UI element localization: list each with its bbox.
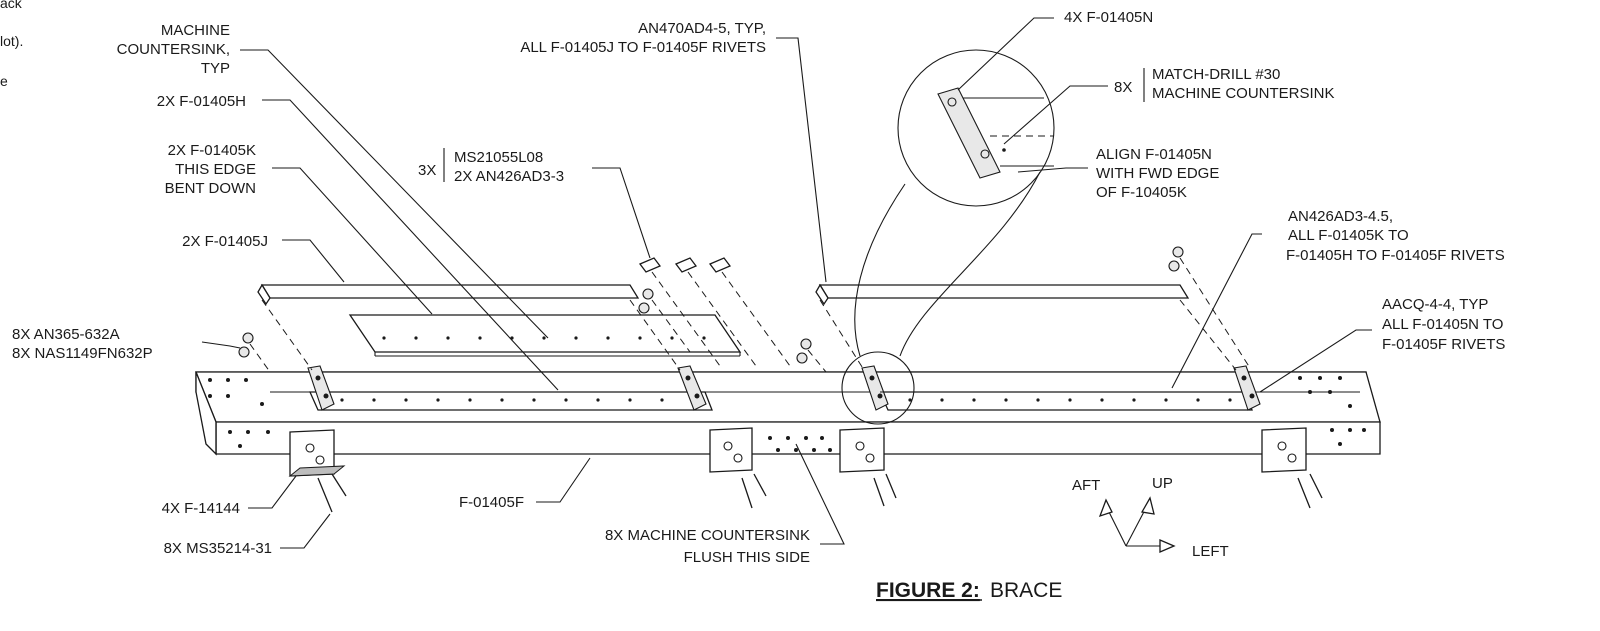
label-an426ad3-4-5: AN426AD3-4.5, — [1288, 208, 1393, 225]
brace-left-end — [195, 371, 217, 456]
aft-arrow-icon — [1098, 498, 1113, 518]
label-aacq: AACQ-4-4, TYP — [1382, 296, 1488, 313]
direction-indicator: AFT UP LEFT — [1072, 475, 1229, 560]
side-text-2: lot). — [0, 33, 23, 49]
label-this-edge: THIS EDGE — [175, 161, 256, 178]
assembly-dashed-lines — [249, 257, 1251, 373]
label-bent-down: BENT DOWN — [165, 180, 256, 197]
clip-f-01405n-2 — [677, 365, 707, 411]
strip-f-01405h-right — [878, 391, 1253, 411]
caption-title: BRACE — [990, 579, 1062, 602]
plate-f-01405k — [348, 314, 742, 357]
cropped-side-text: ack lot). e — [0, 0, 23, 89]
label-ms21055: MS21055L08 — [454, 149, 543, 166]
label-aft: AFT — [1072, 477, 1100, 494]
callout-aacq: AACQ-4-4, TYP ALL F-01405N TO F-01405F R… — [1382, 296, 1505, 353]
brace-holes — [208, 376, 1366, 452]
label-f-01405h: 2X F-01405H — [157, 93, 246, 110]
label-f-01405n: 4X F-01405N — [1064, 9, 1153, 26]
label-left: LEFT — [1192, 543, 1229, 560]
label-an470: AN470AD4-5, TYP, — [638, 20, 766, 37]
callout-align: ALIGN F-01405N WITH FWD EDGE OF F-10405K — [1096, 146, 1219, 201]
hardware-nuts — [238, 246, 1184, 364]
label-match-drill: MATCH-DRILL #30 — [1152, 66, 1280, 83]
block-f-14144-3 — [839, 427, 885, 473]
label-h-to-f-rivets: F-01405H TO F-01405F RIVETS — [1286, 247, 1505, 264]
label-fwd-edge: WITH FWD EDGE — [1096, 165, 1219, 182]
block-f-14144-2 — [709, 427, 753, 473]
label-flush-this-side: FLUSH THIS SIDE — [684, 549, 810, 566]
brace-channel-f-01405f — [195, 371, 1381, 456]
block-f-14144-4 — [1261, 427, 1307, 473]
callout-flush: 8X MACHINE COUNTERSINK FLUSH THIS SIDE — [605, 527, 810, 566]
label-all-k-to: ALL F-01405K TO — [1288, 227, 1409, 244]
label-machine: MACHINE — [161, 22, 230, 39]
up-arrow-icon — [1140, 496, 1155, 515]
label-f-01405f: F-01405F — [459, 494, 524, 511]
angle-f-01405j-right — [815, 283, 1190, 306]
callout-nut-washer: 8X AN365-632A 8X NAS1149FN632P — [12, 326, 153, 362]
callout-nutplate: 3X MS21055L08 2X AN426AD3-3 — [418, 149, 564, 185]
callout-f-01405k: 2X F-01405K THIS EDGE BENT DOWN — [165, 142, 256, 197]
label-of-f-10405k: OF F-10405K — [1096, 184, 1187, 201]
callout-an470: AN470AD4-5, TYP, ALL F-01405J TO F-01405… — [520, 20, 766, 56]
callout-match-drill: 8X MATCH-DRILL #30 MACHINE COUNTERSINK — [1114, 66, 1335, 102]
label-8x-machine-countersink: 8X MACHINE COUNTERSINK — [605, 527, 810, 544]
clip-f-01405n-3 — [861, 365, 889, 411]
clip-f-01405n-4 — [1233, 365, 1261, 411]
label-f-14144: 4X F-14144 — [162, 500, 240, 517]
label-align: ALIGN F-01405N — [1096, 146, 1212, 163]
label-countersink: COUNTERSINK, — [117, 41, 230, 58]
callout-machine-countersink: MACHINE COUNTERSINK, TYP — [117, 22, 230, 77]
label-8x: 8X — [1114, 79, 1132, 96]
clip-f-01405n-1 — [307, 365, 335, 411]
label-an426ad3-3: 2X AN426AD3-3 — [454, 168, 564, 185]
label-nas1149: 8X NAS1149FN632P — [12, 345, 153, 362]
label-ms35214: 8X MS35214-31 — [164, 540, 272, 557]
label-3x: 3X — [418, 162, 436, 179]
label-f-01405j: 2X F-01405J — [182, 233, 268, 250]
caption-figure-number: FIGURE 2: — [876, 579, 980, 602]
label-an365: 8X AN365-632A — [12, 326, 120, 343]
side-text-3: e — [0, 73, 8, 89]
side-text-1: ack — [0, 0, 23, 11]
magnified-clip — [937, 87, 1001, 179]
screws-ms35214 — [317, 473, 1323, 513]
figure-caption: FIGURE 2: BRACE — [876, 579, 1062, 602]
block-f-14144-1 — [288, 429, 346, 477]
label-f-01405k: 2X F-01405K — [168, 142, 256, 159]
label-up: UP — [1152, 475, 1173, 492]
callout-an426-4-5: AN426AD3-4.5, ALL F-01405K TO F-01405H T… — [1286, 208, 1505, 264]
label-an470-all: ALL F-01405J TO F-01405F RIVETS — [520, 39, 766, 56]
strip-f-01405h-left — [308, 391, 713, 411]
label-f-rivets: F-01405F RIVETS — [1382, 336, 1505, 353]
label-typ: TYP — [201, 60, 230, 77]
angle-f-01405j-left — [257, 283, 640, 306]
detail-magnifier — [841, 49, 1230, 425]
leader-lines — [201, 17, 1372, 549]
label-machine-countersink-2: MACHINE COUNTERSINK — [1152, 85, 1335, 102]
label-all-n-to: ALL F-01405N TO — [1382, 316, 1503, 333]
left-arrow-icon — [1159, 539, 1176, 553]
